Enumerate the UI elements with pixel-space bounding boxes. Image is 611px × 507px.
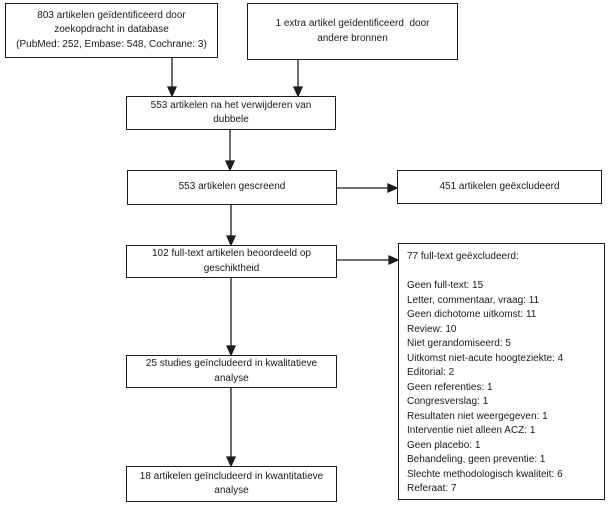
arrow-fulltext-to-excluded-head — [388, 254, 400, 266]
box-text-line: andere bronnen — [317, 32, 388, 44]
arrow-screened-to-excluded-head — [387, 182, 399, 194]
exclusion-list-item: Geen dichotome uitkomst: 11 — [407, 309, 537, 320]
box-qualitative-included: 25 studies geïncludeerd in kwalitatieve … — [126, 355, 337, 388]
box-text-line: 553 artikelen na het verwijderen van — [150, 99, 312, 111]
box-text-line: 102 full-text artikelen beoordeeld op — [152, 248, 311, 259]
box-text-line: 451 artikelen geëxcludeerd — [439, 180, 560, 192]
exclusion-list-item: Geen referenties: 1 — [407, 381, 493, 393]
exclusion-list-item: Letter, commentaar, vraag: 11 — [407, 294, 540, 306]
exclusion-list-item: Editorial: 2 — [407, 367, 455, 378]
exclusion-list-item: Niet gerandomiseerd: 5 — [407, 338, 511, 349]
arrow-dedup-to-screened-head — [224, 160, 236, 172]
arrow-qualitative-to-quantitative-head — [225, 456, 237, 468]
box-text-line: zoekopdracht in database — [54, 24, 169, 36]
box-text-line: (PubMed: 252, Embase: 548, Cochrane: 3) — [16, 38, 207, 50]
box-fulltext-excluded: 77 full-text geëxcludeerd: Geen full-tex… — [398, 243, 605, 500]
exclusion-list-item: Slechte methodologisch kwaliteit: 6 — [407, 468, 563, 480]
arrow-database-to-dedup-head — [166, 86, 178, 98]
arrow-fulltext-to-qualitative-head — [225, 345, 237, 357]
box-text-line: 1 extra artikel geïdentificeerd door — [275, 18, 430, 29]
box-fulltext-assessed: 102 full-text artikelen beoordeeld op ge… — [126, 245, 337, 278]
exclusion-list-item: Resultaten niet weergegeven: 1 — [407, 410, 548, 422]
box-text-line: 803 artikelen geïdentificeerd door — [37, 9, 186, 21]
box-identified-database: 803 artikelen geïdentificeerd door zoeko… — [5, 3, 218, 58]
box-text-line: analyse — [214, 372, 249, 384]
exclusion-list-header: 77 full-text geëxcludeerd: — [407, 251, 519, 262]
box-after-duplicates: 553 artikelen na het verwijderen van dub… — [126, 96, 336, 130]
box-identified-other: 1 extra artikel geïdentificeerd door and… — [247, 3, 458, 60]
exclusion-list-item: Congresverslag: 1 — [407, 396, 489, 407]
box-text-line: 553 artikelen gescreend — [178, 181, 286, 193]
exclusion-list-item: Geen full-text: 15 — [407, 280, 484, 291]
box-text-line: 18 artikelen geïncludeerd in kwantitatie… — [139, 470, 324, 482]
box-screened: 553 artikelen gescreend — [127, 170, 337, 205]
exclusion-list-spacer — [407, 265, 596, 280]
exclusion-list-item: Behandeling, geen preventie: 1 — [407, 454, 546, 465]
arrow-screened-to-fulltext-head — [225, 235, 237, 247]
box-text-line: geschiktheid — [203, 262, 260, 274]
exclusion-list-item: Review: 10 — [407, 323, 457, 335]
exclusion-list-item: Geen placebo: 1 — [407, 439, 481, 451]
exclusion-list-item: Uitkomst niet-acute hoogteziekte: 4 — [407, 352, 564, 364]
box-text-line: analyse — [214, 485, 249, 496]
box-excluded-screening: 451 artikelen geëxcludeerd — [397, 170, 602, 204]
arrow-other-to-dedup-head — [292, 86, 304, 98]
box-text-line: dubbele — [213, 114, 249, 125]
exclusion-list-item: Referaat: 7 — [407, 483, 457, 494]
box-text-line: 25 studies geïncludeerd in kwalitatieve — [145, 358, 318, 369]
exclusion-list-item: Interventie niet alleen ACZ: 1 — [407, 425, 536, 436]
box-quantitative-included: 18 artikelen geïncludeerd in kwantitatie… — [126, 466, 337, 502]
